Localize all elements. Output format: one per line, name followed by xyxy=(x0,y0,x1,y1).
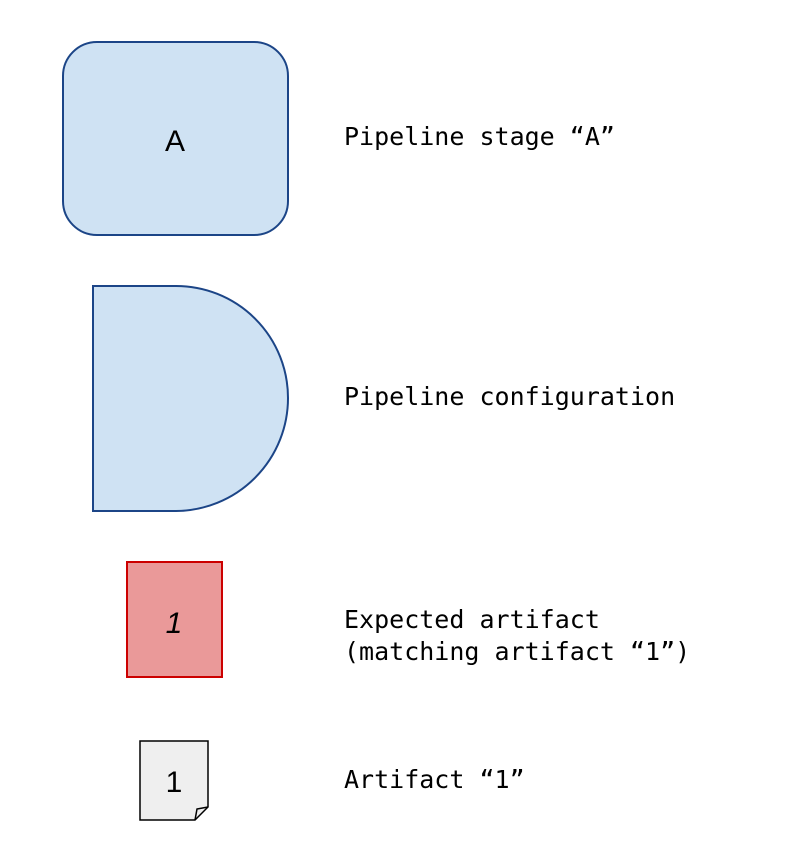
expected-artifact-description-line2: (matching artifact “1”) xyxy=(344,637,691,666)
expected-artifact-shape: 1 xyxy=(126,561,223,678)
pipeline-configuration-description: Pipeline configuration xyxy=(344,382,676,411)
pipeline-stage-symbol: A xyxy=(165,125,185,158)
artifact-page-fold xyxy=(194,806,209,821)
pipeline-stage-box xyxy=(62,41,289,236)
expected-artifact-description-line1: Expected artifact xyxy=(344,605,600,634)
pipeline-configuration-shape xyxy=(92,285,290,512)
expected-artifact-box xyxy=(126,561,223,678)
pipeline-stage-description: Pipeline stage “A” xyxy=(344,122,615,151)
artifact-shape: 1 xyxy=(139,740,209,821)
expected-artifact-symbol: 1 xyxy=(166,607,183,640)
pipeline-stage-shape: A xyxy=(62,41,289,236)
artifact-page xyxy=(139,740,209,821)
expected-artifact-description: Expected artifact (matching artifact “1”… xyxy=(344,604,690,668)
artifact-description: Artifact “1” xyxy=(344,765,525,794)
pipeline-configuration-box xyxy=(92,285,290,512)
artifact-symbol: 1 xyxy=(166,766,183,799)
